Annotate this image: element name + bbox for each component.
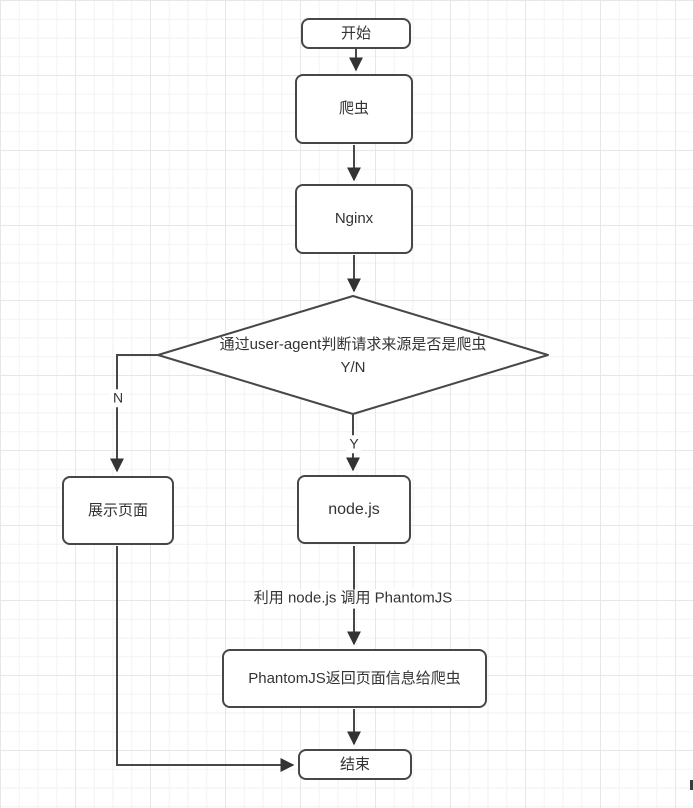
phantomjs-return-node: PhantomJS返回页面信息给爬虫 [222,649,487,708]
right-edge-artifact [690,780,693,790]
crawler-node: 爬虫 [295,74,413,144]
decision-diamond-shape [157,295,549,415]
edge-label-call-phantomjs: 利用 node.js 调用 PhantomJS [250,589,456,609]
display-page-node: 展示页面 [62,476,174,545]
end-node: 结束 [298,749,412,780]
nodejs-node: node.js [297,475,411,544]
edge-label-yes-branch: Y [346,435,362,453]
start-node: 开始 [301,18,411,49]
edge-label-no-branch: N [109,389,127,407]
edge-decision-to-display-page [110,354,158,473]
decision-node-label: 通过user-agent判断请求来源是否是爬虫 Y/N [143,333,563,380]
edge-display-page-to-end [116,546,295,772]
decision-question-text: 通过user-agent判断请求来源是否是爬虫 [219,335,487,353]
nginx-node: Nginx [295,184,413,254]
decision-options-text: Y/N [340,359,366,376]
